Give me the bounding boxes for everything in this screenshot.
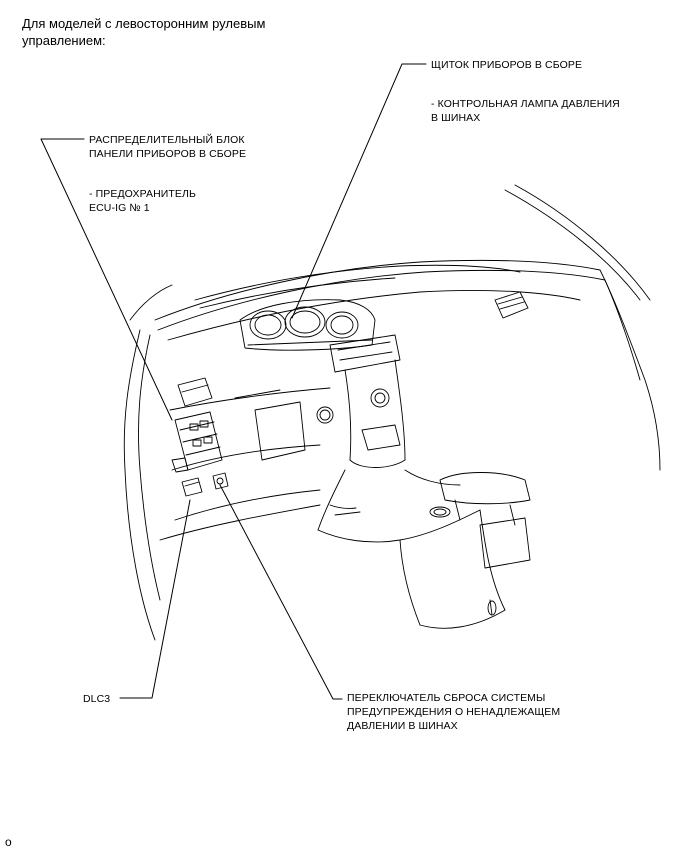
meter-leader-line [291, 63, 427, 319]
fuse-label-1: - ПРЕДОХРАНИТЕЛЬ [89, 188, 197, 200]
dlc3-connector-drawing [181, 477, 203, 497]
dlc3-leader-line [119, 499, 191, 699]
reset-switch-drawing [212, 472, 229, 490]
leader-lines [40, 63, 427, 700]
page-heading: Для моделей с левосторонним рулевым упра… [22, 15, 265, 49]
reset-switch-leader-line [219, 484, 343, 700]
junction-block-leader-line [40, 138, 173, 421]
reset-switch-label-1: ПЕРЕКЛЮЧАТЕЛЬ СБРОСА СИСТЕМЫ [347, 692, 546, 704]
junction-block-label-2: ПАНЕЛИ ПРИБОРОВ В СБОРЕ [89, 148, 247, 160]
reset-switch-label-3: ДАВЛЕНИИ В ШИНАХ [347, 720, 458, 732]
heading-line-1: Для моделей с левосторонним рулевым [22, 16, 266, 31]
reset-switch-label-2: ПРЕДУПРЕЖДЕНИЯ О НЕНАДЛЕЖАЩЕМ [347, 706, 561, 718]
instrument-cluster-drawing [239, 299, 376, 351]
dlc3-label: DLC3 [83, 693, 111, 705]
meter-sub-label-2: В ШИНАХ [431, 112, 481, 124]
center-console-drawing [317, 334, 531, 629]
dashboard-outline [123, 184, 661, 641]
fuse-label-2: ECU-IG № 1 [89, 202, 150, 214]
figure-code: o [5, 835, 12, 849]
meter-label: ЩИТОК ПРИБОРОВ В СБОРЕ [431, 59, 583, 71]
junction-block-label-1: РАСПРЕДЕЛИТЕЛЬНЫЙ БЛОК [89, 134, 245, 146]
meter-sub-label-1: - КОНТРОЛЬНАЯ ЛАМПА ДАВЛЕНИЯ [431, 98, 620, 110]
heading-line-2: управлением: [22, 33, 106, 48]
junction-block-drawing [171, 411, 223, 473]
